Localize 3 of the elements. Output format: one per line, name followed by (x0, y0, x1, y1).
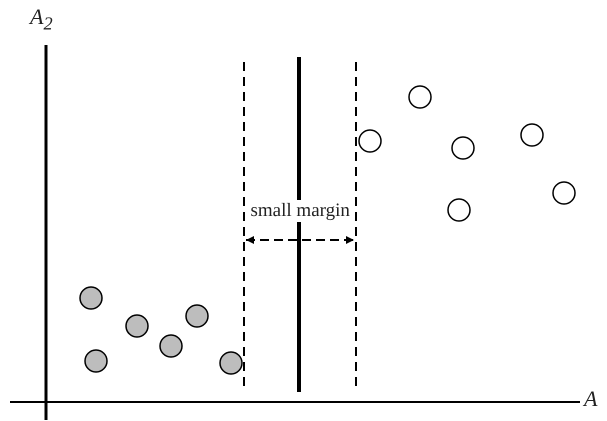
axis-label: A (584, 386, 598, 412)
margin-label: small margin (248, 200, 352, 222)
axis-label: A$_{2}$ (30, 4, 53, 34)
